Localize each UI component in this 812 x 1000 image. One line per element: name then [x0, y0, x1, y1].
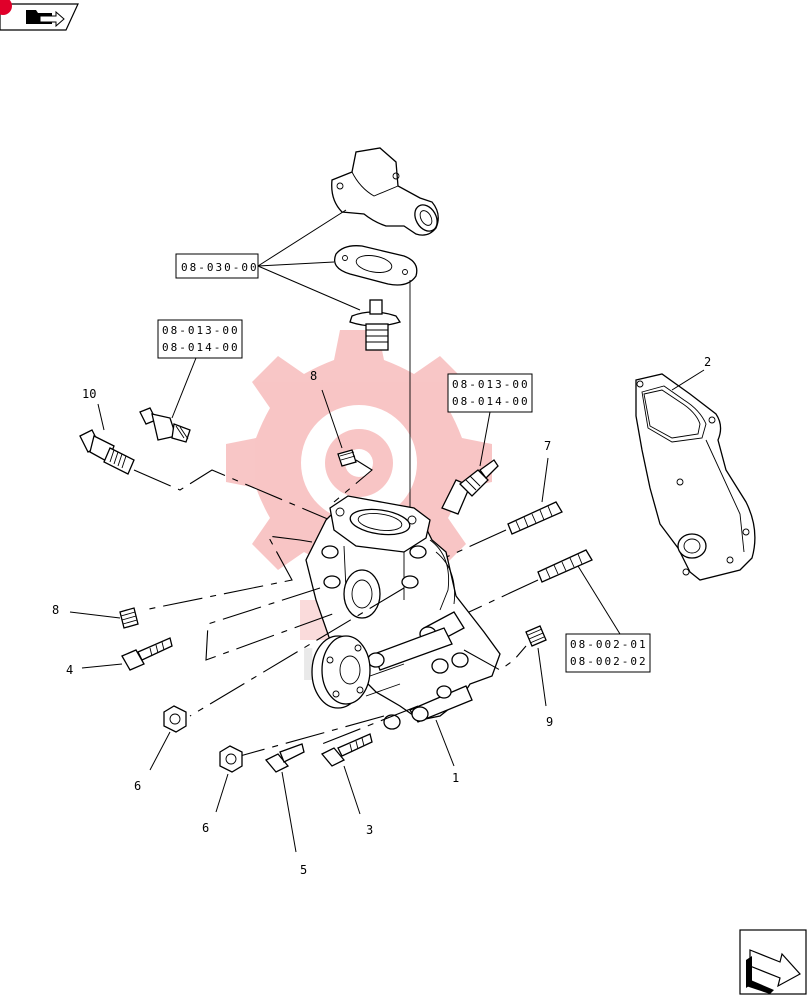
ref-stud-group-line2: 08-002-02 — [570, 655, 648, 668]
top-nav-tab[interactable] — [0, 0, 79, 31]
stud-7 — [507, 501, 563, 535]
ref-box-stud-group[interactable]: 08-002-01 08-002-02 — [565, 633, 651, 673]
callout-4: 4 — [66, 663, 73, 677]
housing-gasket — [333, 245, 418, 286]
callout-1: 1 — [452, 771, 459, 785]
ref-sensor-b-line1: 08-013-00 — [452, 378, 530, 391]
plug-8-lower — [119, 607, 139, 629]
nut-6-lower — [219, 745, 243, 773]
sensor-10 — [79, 429, 135, 475]
bolt-3 — [320, 733, 373, 767]
corner-mark-icon — [0, 0, 12, 15]
water-pump-body — [305, 495, 501, 730]
sensor-b — [441, 459, 499, 515]
ref-stud-group-line1: 08-002-01 — [570, 638, 648, 651]
callout-3: 3 — [366, 823, 373, 837]
stud-long — [537, 549, 593, 583]
folder-arrow-icon — [26, 10, 65, 28]
callout-2: 2 — [704, 355, 711, 369]
callout-6-lower: 6 — [202, 821, 209, 835]
bolt-5 — [264, 743, 305, 773]
ref-sensor-a-line2: 08-014-00 — [162, 341, 240, 354]
bolt-4 — [121, 637, 173, 671]
ref-box-sensor-a[interactable]: 08-013-00 08-014-00 — [157, 319, 243, 359]
callout-7: 7 — [544, 439, 551, 453]
plug-9 — [525, 625, 547, 647]
callout-5: 5 — [300, 863, 307, 877]
thermostat — [349, 299, 402, 351]
callout-10: 10 — [82, 387, 96, 401]
ref-box-sensor-b[interactable]: 08-013-00 08-014-00 — [447, 373, 533, 413]
pump-gasket-2 — [635, 373, 756, 581]
ref-sensor-a-line1: 08-013-00 — [162, 324, 240, 337]
callout-9: 9 — [546, 715, 553, 729]
ref-thermostat-group-label: 08-030-00 — [181, 261, 259, 274]
callout-8-upper: 8 — [310, 369, 317, 383]
thermostat-housing-elbow — [331, 147, 439, 236]
sensor-a — [139, 407, 191, 443]
ref-box-thermostat-group[interactable]: 08-030-00 — [175, 253, 259, 279]
callout-8-lower: 8 — [52, 603, 59, 617]
next-page-arrow-icon — [746, 949, 801, 994]
callout-6-upper: 6 — [134, 779, 141, 793]
nut-6-upper — [163, 705, 187, 733]
ref-sensor-b-line2: 08-014-00 — [452, 395, 530, 408]
next-page-button[interactable] — [739, 929, 807, 995]
plug-8-upper — [337, 449, 357, 467]
